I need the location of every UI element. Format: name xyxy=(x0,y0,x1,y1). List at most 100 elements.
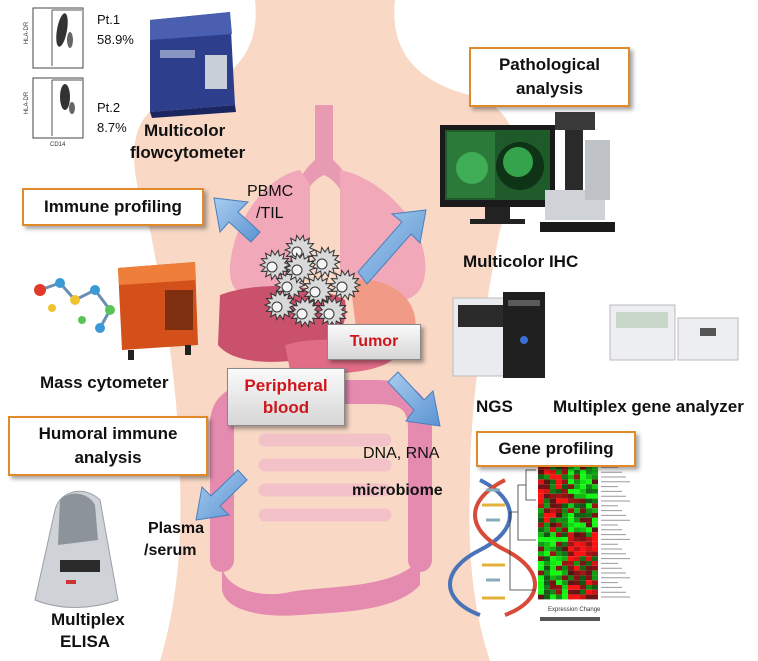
heatmap-color-bar xyxy=(540,617,600,621)
heatmap-cell xyxy=(574,561,580,566)
heatmap-cell xyxy=(556,570,562,576)
heatmap-cell xyxy=(574,546,580,552)
heatmap-cell xyxy=(538,551,544,557)
dna-helix-image xyxy=(448,478,537,617)
heatmap-cell xyxy=(544,479,550,485)
heatmap-cell xyxy=(592,479,598,485)
heatmap-cell xyxy=(592,537,598,542)
heatmap-cell xyxy=(586,561,592,566)
heatmap-cell xyxy=(568,551,574,557)
tumor-cell-nucleus xyxy=(266,261,278,273)
heatmap-cell xyxy=(568,479,574,485)
heatmap-cell xyxy=(586,565,592,571)
heatmap-cell xyxy=(586,541,592,547)
heatmap-cell xyxy=(550,498,556,504)
heatmap-cell xyxy=(568,503,574,509)
heatmap-cell xyxy=(586,489,592,494)
flow-plot-1 xyxy=(32,7,84,69)
heatmap-cell xyxy=(586,589,592,595)
heatmap-cell xyxy=(550,469,556,475)
heatmap-cell xyxy=(550,465,556,470)
gene-analyzer-image xyxy=(609,304,739,361)
heatmap-cell xyxy=(562,465,568,470)
heatmap-cell xyxy=(580,556,586,561)
heatmap-cell xyxy=(556,580,562,585)
heatmap-cell xyxy=(556,575,562,581)
heatmap-cell xyxy=(538,469,544,475)
pt2-label: Pt.2 xyxy=(97,100,121,115)
heatmap-cell xyxy=(574,489,580,494)
heatmap-cell xyxy=(574,469,580,475)
heatmap-cell xyxy=(538,594,544,600)
heatmap-cell xyxy=(592,498,598,504)
heatmap-cell xyxy=(550,551,556,557)
heatmap-cell xyxy=(538,522,544,528)
heatmap-cell xyxy=(574,498,580,504)
heatmap-cell xyxy=(556,532,562,537)
heatmap-cell xyxy=(574,556,580,561)
tumor-cell-nucleus xyxy=(316,258,328,270)
heatmap-cell xyxy=(562,541,568,547)
heatmap-cell xyxy=(556,503,562,509)
heatmap-cell xyxy=(586,580,592,585)
pt1-value: 58.9% xyxy=(97,32,134,47)
microbiome-label: microbiome xyxy=(352,482,443,499)
heatmap-cell xyxy=(580,503,586,509)
heatmap-cell xyxy=(586,474,592,480)
dna-rna-label: DNA, RNA xyxy=(363,445,440,462)
heatmap-cell xyxy=(580,493,586,499)
heatmap-cell xyxy=(568,541,574,547)
heatmap-cell xyxy=(562,594,568,600)
humoral-label-line1: Humoral immune xyxy=(38,424,178,443)
heatmap-cell xyxy=(538,508,544,513)
heatmap-cell xyxy=(574,551,580,557)
heatmap-cell xyxy=(550,522,556,528)
heatmap-cell xyxy=(550,489,556,494)
heatmap-cell xyxy=(538,575,544,581)
heatmap-cell xyxy=(592,517,598,523)
heatmap-cell xyxy=(544,532,550,537)
humoral-label-line2: analysis xyxy=(74,448,142,467)
heatmap-cell xyxy=(544,513,550,518)
heatmap-cell xyxy=(592,484,598,489)
pt2-value: 8.7% xyxy=(97,120,127,135)
heatmap-cell xyxy=(592,465,598,470)
heatmap-cell xyxy=(586,585,592,590)
heatmap-image xyxy=(509,465,630,621)
heatmap-dendrogram xyxy=(509,469,536,591)
heatmap-cell xyxy=(556,474,562,480)
tumor-cell-nucleus xyxy=(281,281,293,293)
heatmap-cell xyxy=(592,493,598,499)
heatmap-cell xyxy=(592,546,598,552)
heatmap-cell xyxy=(544,508,550,513)
tumor-cell-nucleus xyxy=(336,281,348,293)
heatmap-cell xyxy=(550,561,556,566)
heatmap-cell xyxy=(580,517,586,523)
heatmap-cell xyxy=(580,565,586,571)
heatmap-cell xyxy=(568,589,574,595)
heatmap-cell xyxy=(580,498,586,504)
heatmap-cell xyxy=(568,580,574,585)
heatmap-cell xyxy=(574,503,580,509)
heatmap-cell xyxy=(568,561,574,566)
heatmap-cell xyxy=(556,556,562,561)
heatmap-cell xyxy=(568,465,574,470)
heatmap-cell xyxy=(562,537,568,542)
heatmap-cell xyxy=(568,546,574,552)
heatmap-cell xyxy=(544,522,550,528)
mass-cytometer-label: Mass cytometer xyxy=(40,373,169,392)
heatmap-cell xyxy=(568,508,574,513)
heatmap-cell xyxy=(574,484,580,489)
heatmap-cell xyxy=(544,575,550,581)
tumor-cell-nucleus xyxy=(309,286,321,298)
heatmap-cell xyxy=(580,570,586,576)
flow-plot-2 xyxy=(32,77,84,139)
heatmap-cell xyxy=(538,513,544,518)
heatmap-cell xyxy=(568,469,574,475)
heatmap-cell xyxy=(538,537,544,542)
heatmap-cell xyxy=(580,561,586,566)
heatmap-cell xyxy=(562,508,568,513)
heatmap-cell xyxy=(580,469,586,475)
arrow-to-humoral-analysis xyxy=(195,469,248,521)
mass-cytometer-image xyxy=(34,262,198,360)
